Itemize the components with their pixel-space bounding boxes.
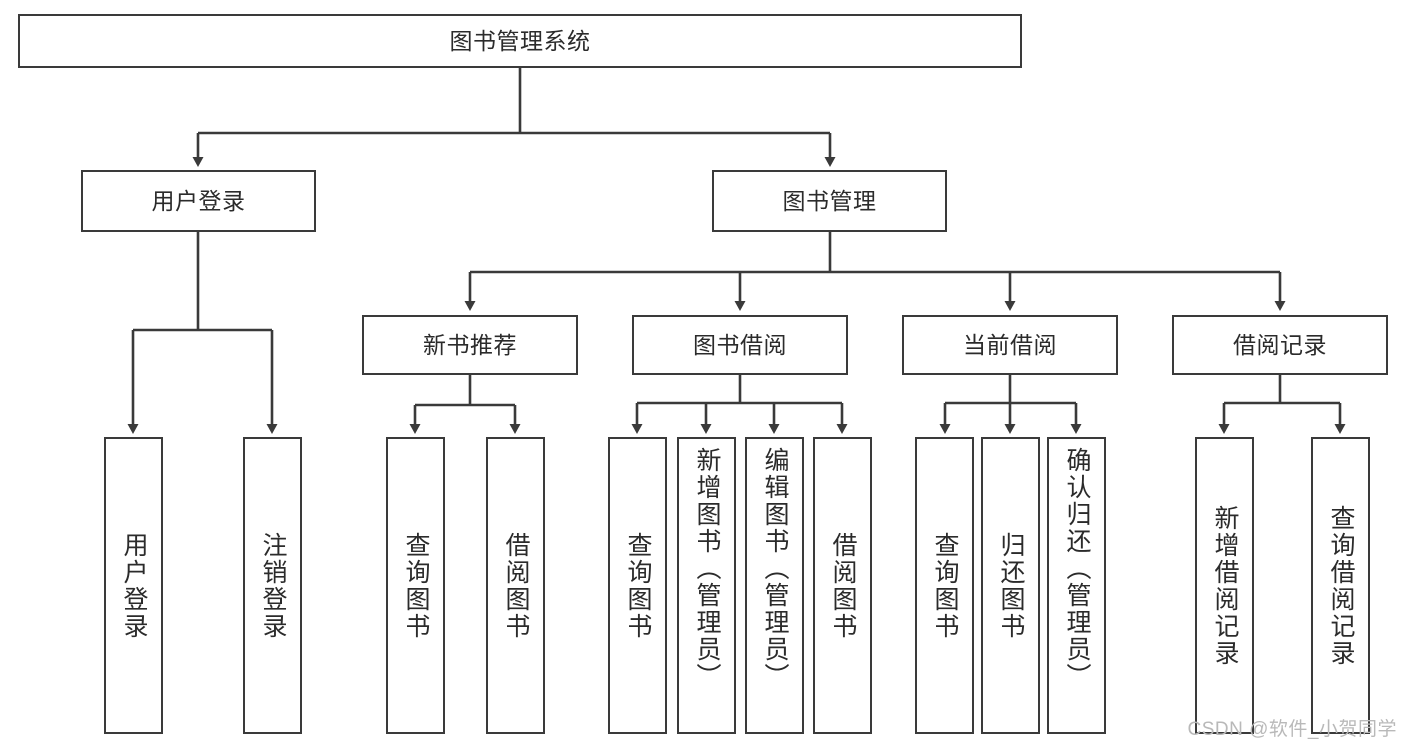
node-leaf-borrow-book-1[interactable]: 借阅图书 (486, 437, 545, 734)
node-label: 当前借阅 (963, 331, 1057, 358)
node-leaf-borrow-book-2[interactable]: 借阅图书 (813, 437, 872, 734)
node-leaf-return-book[interactable]: 归还图书 (981, 437, 1040, 734)
node-label: 借阅图书 (829, 531, 857, 640)
node-label: 新增图书（管理员） (693, 447, 721, 690)
node-leaf-query-record[interactable]: 查询借阅记录 (1311, 437, 1370, 734)
node-leaf-query-book-3[interactable]: 查询图书 (915, 437, 974, 734)
node-leaf-add-book[interactable]: 新增图书（管理员） (677, 437, 736, 734)
node-label: 确认归还（管理员） (1063, 447, 1091, 690)
node-label: 图书管理 (782, 187, 877, 214)
node-label: 注销登录 (259, 531, 287, 640)
node-label: 图书借阅 (693, 331, 787, 358)
node-leaf-confirm-return[interactable]: 确认归还（管理员） (1047, 437, 1106, 734)
node-leaf-query-book-2[interactable]: 查询图书 (608, 437, 667, 734)
csdn-watermark: CSDN @软件_小贺同学 (1187, 719, 1397, 740)
node-borrow-record[interactable]: 借阅记录 (1172, 315, 1388, 375)
node-leaf-add-record[interactable]: 新增借阅记录 (1195, 437, 1254, 734)
node-label: 借阅记录 (1233, 331, 1327, 358)
node-label: 编辑图书（管理员） (761, 447, 789, 690)
node-book-borrow[interactable]: 图书借阅 (632, 315, 848, 375)
node-label: 查询图书 (931, 531, 959, 640)
node-label: 归还图书 (997, 531, 1025, 640)
node-label: 图书管理系统 (449, 27, 591, 54)
node-user-login[interactable]: 用户登录 (81, 170, 316, 232)
node-label: 新书推荐 (423, 331, 517, 358)
node-leaf-edit-book[interactable]: 编辑图书（管理员） (745, 437, 804, 734)
node-label: 借阅图书 (502, 531, 530, 640)
node-label: 查询图书 (624, 531, 652, 640)
node-label: 查询借阅记录 (1327, 504, 1355, 667)
node-label: 用户登录 (120, 531, 148, 640)
node-current-borrow[interactable]: 当前借阅 (902, 315, 1118, 375)
node-label: 查询图书 (402, 531, 430, 640)
node-leaf-query-book-1[interactable]: 查询图书 (386, 437, 445, 734)
node-label: 新增借阅记录 (1211, 504, 1239, 667)
node-new-book-recommend[interactable]: 新书推荐 (362, 315, 578, 375)
node-root-system[interactable]: 图书管理系统 (18, 14, 1022, 68)
node-label: 用户登录 (151, 187, 246, 214)
node-leaf-user-login[interactable]: 用户登录 (104, 437, 163, 734)
node-leaf-logout-login[interactable]: 注销登录 (243, 437, 302, 734)
node-book-manage[interactable]: 图书管理 (712, 170, 947, 232)
